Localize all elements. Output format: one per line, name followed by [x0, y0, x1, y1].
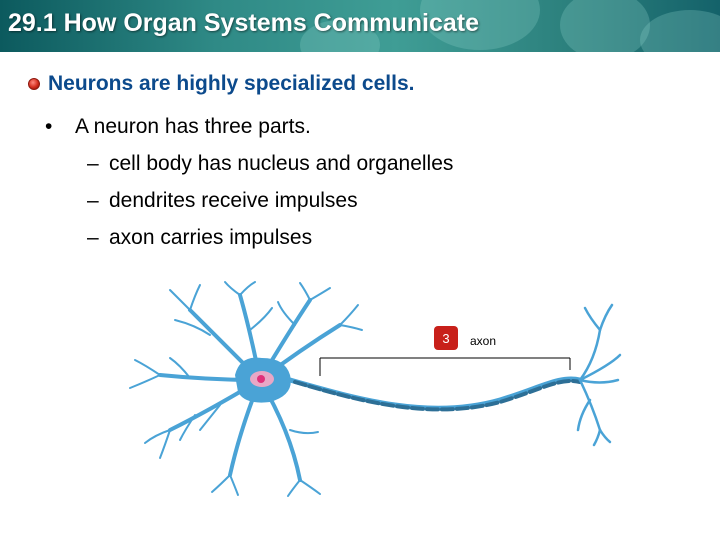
nucleus-icon [257, 375, 265, 383]
sub-item-cell-body: –cell body has nucleus and organelles [87, 152, 453, 176]
cell-body [235, 357, 291, 403]
badge-number: 3 [442, 331, 449, 346]
sub-item-text: cell body has nucleus and organelles [109, 152, 454, 175]
subtitle-row: Neurons are highly specialized cells. [28, 70, 414, 98]
slide-title: 29.1 How Organ Systems Communicate [8, 9, 479, 37]
title-bar: 29.1 How Organ Systems Communicate [0, 0, 720, 52]
dash-icon: – [87, 226, 99, 249]
sub-item-axon: –axon carries impulses [87, 226, 312, 250]
dash-icon: – [87, 189, 99, 212]
dash-icon: – [87, 152, 99, 175]
bullet-point: • A neuron has three parts. [45, 115, 311, 139]
axon [287, 376, 583, 412]
number-badge: 3 [434, 326, 458, 350]
bullet-text: A neuron has three parts. [75, 115, 311, 138]
slide-subtitle: Neurons are highly specialized cells. [48, 72, 415, 95]
sub-item-dendrites: –dendrites receive impulses [87, 189, 358, 213]
neuron-diagram: 3 axon [129, 281, 622, 497]
bullet-dot-icon: • [45, 115, 53, 138]
axon-terminals [576, 303, 622, 447]
sub-item-text: dendrites receive impulses [109, 189, 358, 212]
axon-bracket [319, 357, 571, 376]
sub-item-text: axon carries impulses [109, 226, 313, 249]
axon-label: axon [470, 334, 496, 348]
red-bullet-icon [28, 78, 40, 90]
